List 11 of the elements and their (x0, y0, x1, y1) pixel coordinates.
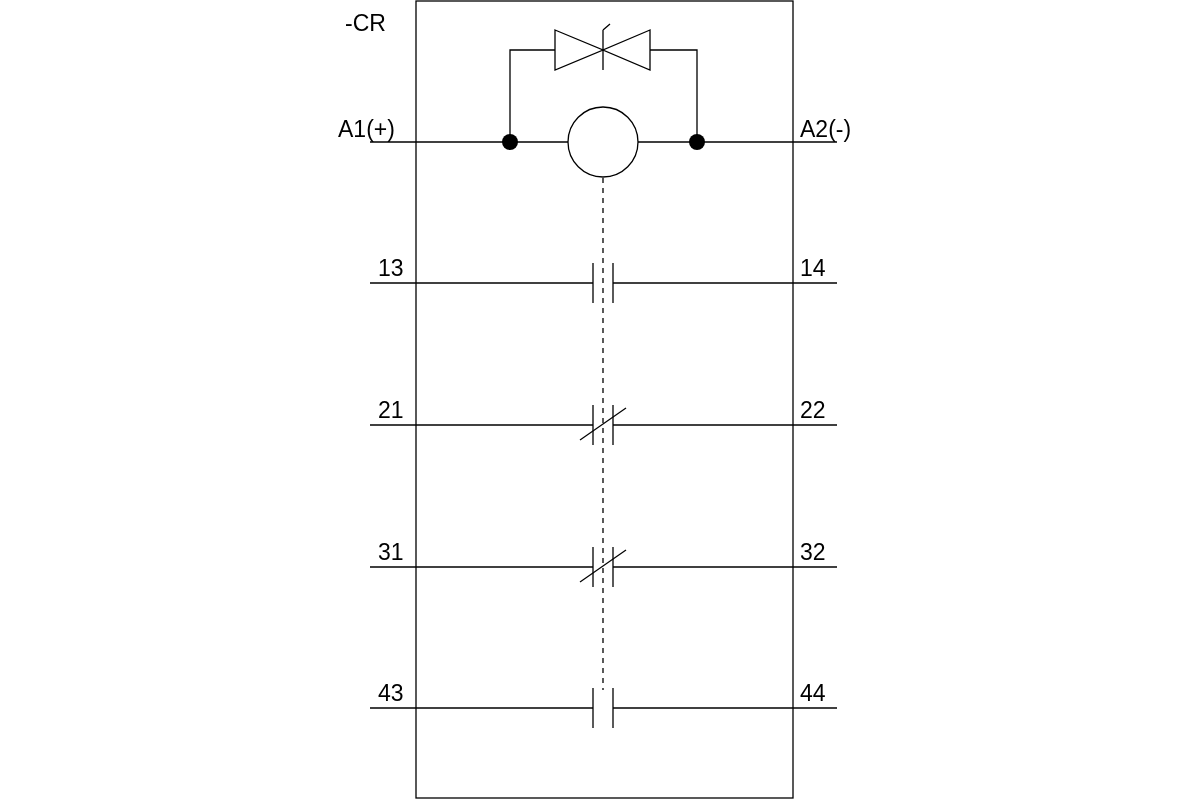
terminal-label: 32 (800, 539, 826, 565)
terminal-label: 13 (378, 255, 404, 281)
terminal-label: 21 (378, 397, 404, 423)
terminal-label: 44 (800, 680, 826, 706)
device-tag: -CR (345, 10, 386, 36)
terminal-label: 43 (378, 680, 404, 706)
terminal-label: 22 (800, 397, 826, 423)
terminal-label: A1(+) (338, 116, 395, 142)
terminal-label: A2(-) (800, 116, 852, 142)
terminal-label: 14 (800, 255, 826, 281)
terminal-label: 31 (378, 539, 404, 565)
